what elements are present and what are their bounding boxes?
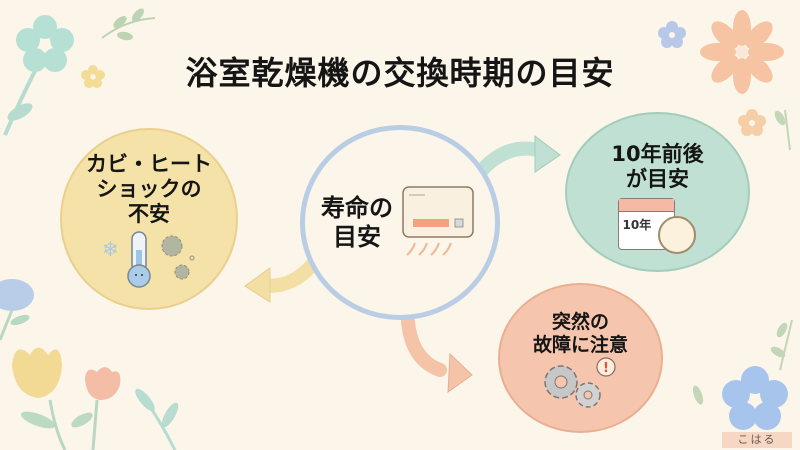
- arrow-to-mold-heatshock: [244, 258, 319, 303]
- node-label-line2: が目安: [626, 167, 689, 192]
- calendar-text: 10年: [622, 218, 652, 233]
- node-label-line3: 不安: [128, 202, 170, 227]
- page-title: 浴室乾燥機の交換時期の目安: [185, 54, 615, 92]
- broken-gears-warning-icon: !: [543, 356, 616, 408]
- thermometer-snowflake-mold-icon: ❄: [102, 230, 195, 288]
- calendar-clock-icon: 10年: [617, 198, 698, 255]
- arrow-to-sudden-failure: [401, 315, 473, 394]
- teal-flower-icon: [16, 15, 74, 72]
- blue-flower-icon: [722, 366, 788, 430]
- node-label-line1: カビ・ヒート: [86, 152, 212, 176]
- node-label-line2: ショックの: [96, 177, 202, 202]
- node-label-line1: 突然の: [551, 311, 609, 333]
- node-sudden-failure: 突然の 故障に注意 !: [498, 283, 663, 433]
- node-mold-heatshock: カビ・ヒート ショックの 不安 ❄: [60, 128, 238, 310]
- arrow-to-ten-years: [475, 134, 561, 177]
- svg-text:❄: ❄: [102, 237, 119, 261]
- node-label-line2: 故障に注意: [532, 333, 628, 356]
- center-label-line2: 目安: [333, 222, 381, 251]
- bathroom-dryer-heater-icon: [402, 185, 474, 256]
- center-label-line1: 寿命の: [321, 193, 393, 222]
- peach-flower-icon: [700, 10, 784, 94]
- credit-label: こはる: [722, 432, 792, 448]
- node-ten-years: 10年前後 が目安 10年: [565, 112, 750, 272]
- node-center-lifespan: 寿命の 目安: [300, 125, 500, 320]
- svg-text:!: !: [603, 361, 609, 376]
- node-label-line1: 10年前後: [611, 142, 704, 166]
